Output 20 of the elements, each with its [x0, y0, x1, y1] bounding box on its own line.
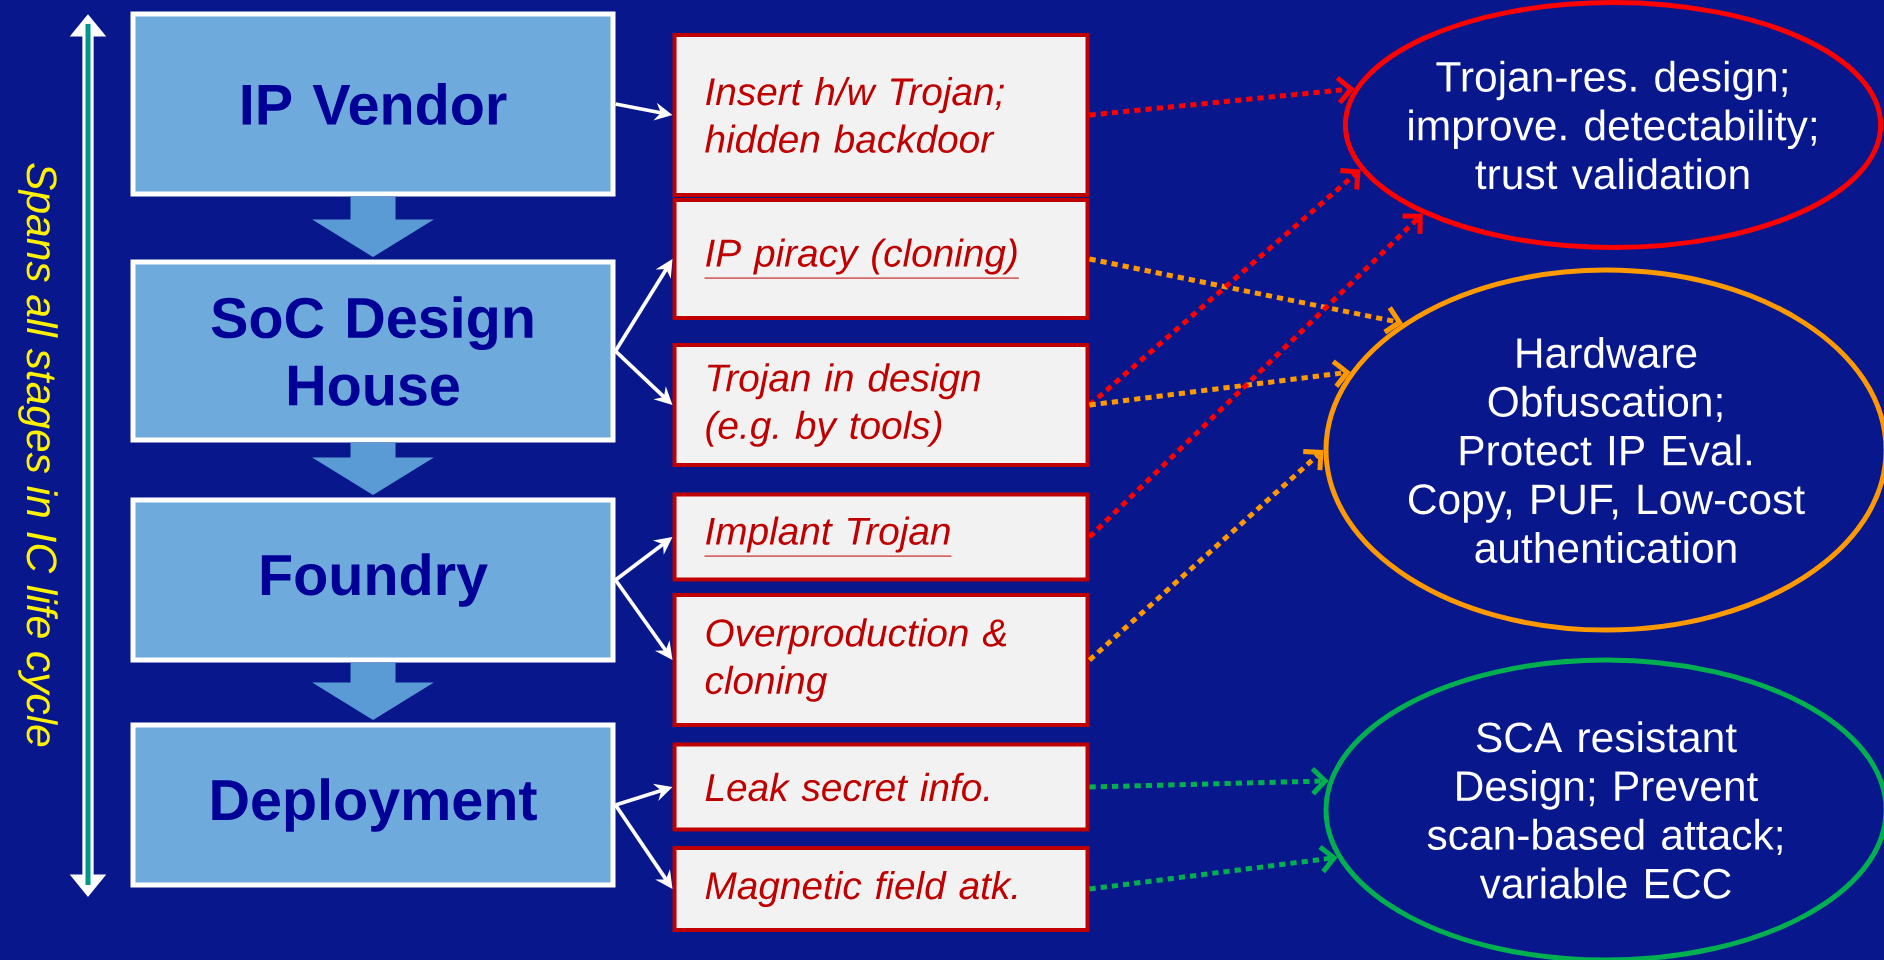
dotted-arrow — [1089, 767, 1329, 796]
dotted-arrow — [1087, 448, 1324, 662]
threat-box: Overproduction & cloning — [672, 593, 1090, 728]
threat-box: IP piracy (cloning) — [672, 198, 1090, 320]
dotted-arrow — [1087, 213, 1423, 539]
stage-box: SoC Design House — [130, 259, 616, 443]
threat-box: Insert h/w Trojan; hidden backdoor — [672, 33, 1090, 197]
threat-box: Leak secret info. — [672, 742, 1090, 832]
threat-box: Magnetic field atk. — [672, 846, 1090, 933]
side-label: Spans all stages in IC life cycle — [18, 163, 58, 747]
stage-box: IP Vendor — [130, 11, 616, 197]
dotted-arrow — [1087, 168, 1361, 407]
threat-box: Implant Trojan — [672, 492, 1090, 582]
dotted-arrow — [1089, 75, 1355, 118]
stage-box: Foundry — [130, 497, 616, 663]
dotted-arrow — [1089, 845, 1338, 892]
dotted-arrow — [1089, 256, 1403, 335]
dotted-arrow — [1089, 359, 1351, 408]
threat-box: Trojan in design (e.g. by tools) — [672, 343, 1090, 467]
stage-box: Deployment — [130, 722, 616, 888]
